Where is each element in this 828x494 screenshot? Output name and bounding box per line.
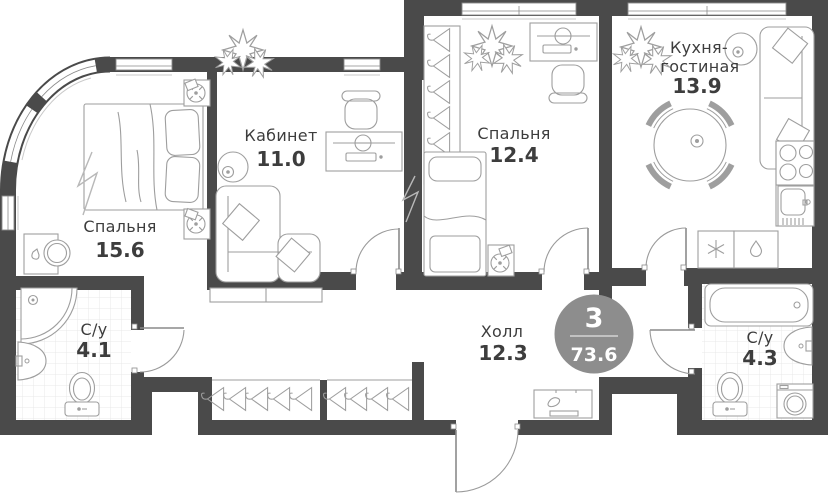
door-bathroom-1 [131, 323, 185, 374]
corner-sofa [215, 185, 321, 283]
room-label-bathroom-2: С/у [747, 328, 774, 347]
nightstand-bottom [183, 207, 211, 240]
window-curve-sill [21, 77, 92, 161]
desk-chair [548, 64, 588, 104]
room-area-hall: 12.3 [478, 341, 527, 365]
hall-furniture [201, 287, 593, 419]
room-area-office: 11.0 [256, 147, 305, 171]
room-label-kitchen-2: гостиная [660, 57, 739, 76]
window-curve-lower [4, 105, 37, 164]
nightstand-top [183, 78, 211, 107]
room-labels: Спальня 15.6 Кабинет 11.0 Спальня 12.4 К… [76, 38, 777, 370]
window-left-wall [1, 195, 19, 231]
window-curve-upper [37, 59, 98, 101]
area-badge: 3 73.6 [554, 294, 634, 374]
room-label-bedroom-main: Спальня [83, 217, 156, 236]
pouf [217, 151, 249, 183]
room-area-kitchen: 13.9 [672, 74, 721, 98]
bathroom-sink [15, 341, 47, 381]
plant-icon [459, 26, 526, 78]
room-area-bathroom-2: 4.3 [742, 346, 777, 370]
office-furniture [210, 30, 420, 283]
badge-rooms-count: 3 [585, 303, 604, 334]
entry-door [450, 423, 521, 493]
vanity-table [23, 233, 71, 275]
kitchen-sink [777, 185, 815, 227]
nightstand [487, 244, 515, 277]
room-label-bathroom-1: С/у [81, 320, 108, 339]
room-label-office: Кабинет [244, 126, 317, 145]
windows [1, 2, 787, 231]
room-label-kitchen-1: Кухня- [670, 38, 728, 57]
window-office-left [115, 58, 173, 76]
doors [131, 227, 696, 493]
dining-table [646, 101, 733, 188]
bathtub [704, 283, 814, 327]
sofa [759, 26, 815, 170]
badge-total-area: 73.6 [571, 344, 618, 366]
single-bed [423, 151, 487, 277]
office-chair [341, 90, 381, 130]
window-bedroom-second [461, 2, 577, 20]
room-area-bedroom-second: 12.4 [489, 143, 538, 167]
door-office [350, 228, 402, 275]
water-heater-icon [733, 230, 779, 269]
room-area-bedroom-main: 15.6 [95, 238, 144, 262]
window-office-right [343, 58, 381, 76]
fridge-icon [697, 230, 735, 269]
plant-icon [210, 30, 277, 82]
shoe-cabinet [533, 389, 593, 419]
bathroom-2-fixtures [704, 283, 814, 419]
wall-break-mark-right [401, 175, 420, 223]
door-bathroom-2 [649, 323, 696, 375]
washing-machine [776, 383, 814, 419]
wall-break-mark-left [76, 151, 99, 216]
ceiling-lamp [724, 32, 758, 66]
bedroom-main-furniture [23, 78, 211, 275]
hall-wardrobe-left [201, 379, 320, 411]
hall-console [209, 287, 323, 303]
room-label-hall: Холл [481, 322, 523, 341]
desk [325, 131, 403, 172]
door-kitchen [641, 227, 687, 271]
room-label-bedroom-second: Спальня [477, 124, 550, 143]
hall-wardrobe-right [323, 379, 412, 411]
door-bedroom-second [538, 227, 590, 275]
desk [529, 22, 598, 62]
kitchen-furniture [608, 26, 815, 269]
bedroom-second-furniture [423, 22, 598, 277]
room-area-bathroom-1: 4.1 [76, 338, 111, 362]
double-bed [83, 103, 204, 211]
bathroom-1-fixtures [15, 287, 100, 417]
window-kitchen [627, 2, 787, 20]
bathroom-sink [783, 326, 813, 366]
